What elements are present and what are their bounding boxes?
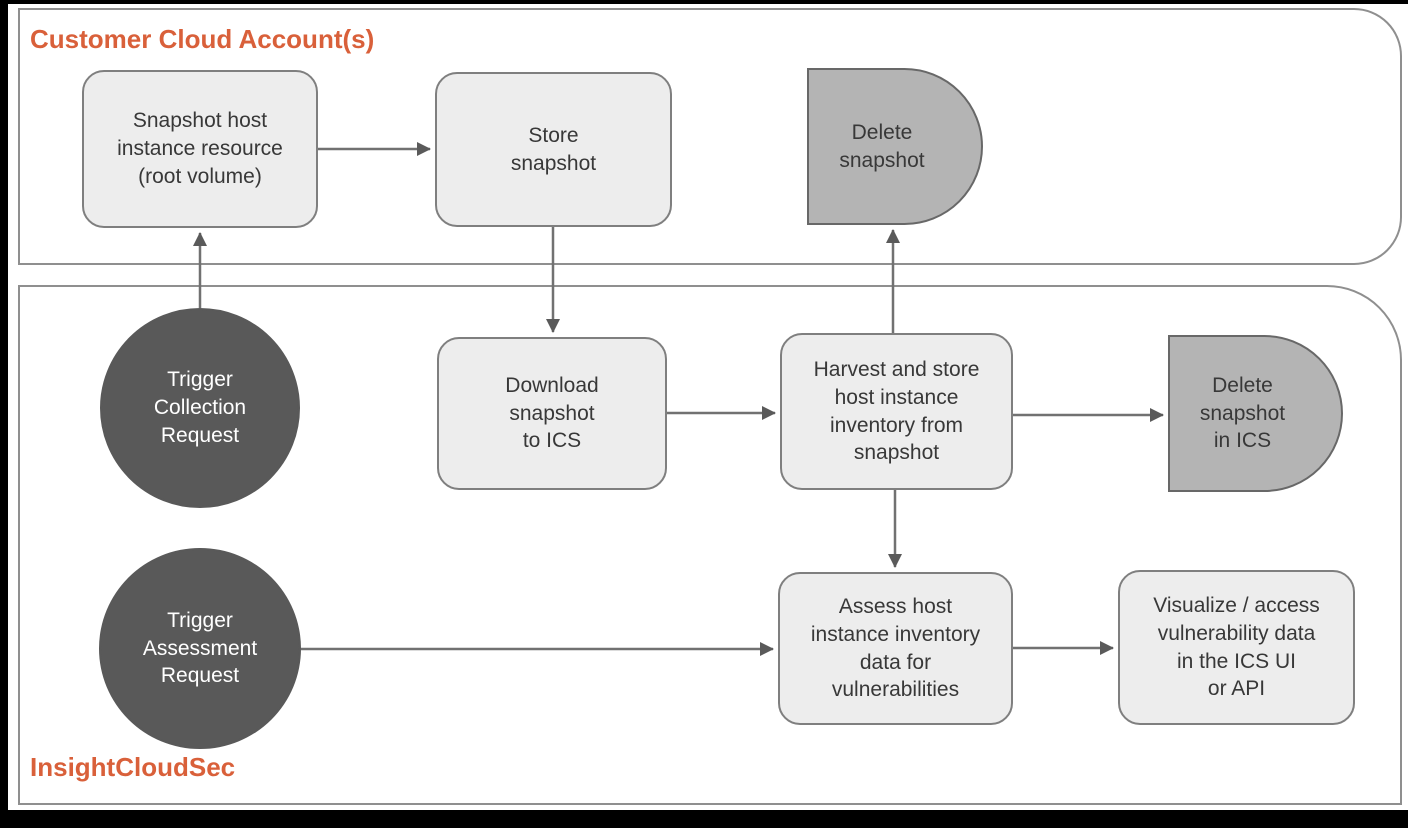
node-visualize-vulnerability-data: Visualize / access vulnerability data in…: [1118, 570, 1355, 725]
customer-cloud-title: Customer Cloud Account(s): [30, 24, 375, 54]
node-trigger-assessment-request: Trigger Assessment Request: [99, 548, 301, 749]
container-customer-cloud: [18, 8, 1402, 265]
node-delete-snapshot-in-ics: Delete snapshot in ICS: [1168, 335, 1343, 492]
node-store-snapshot: Store snapshot: [435, 72, 672, 227]
node-snapshot-host-instance: Snapshot host instance resource (root vo…: [82, 70, 318, 228]
node-trigger-collection-request: Trigger Collection Request: [100, 308, 300, 508]
node-assess-inventory-vulnerabilities: Assess host instance inventory data for …: [778, 572, 1013, 725]
container-insightcloudsec: [18, 285, 1402, 805]
node-delete-snapshot: Delete snapshot: [807, 68, 983, 225]
insightcloudsec-title: InsightCloudSec: [30, 752, 236, 782]
node-harvest-store-inventory: Harvest and store host instance inventor…: [780, 333, 1013, 490]
node-download-snapshot-to-ics: Download snapshot to ICS: [437, 337, 667, 490]
